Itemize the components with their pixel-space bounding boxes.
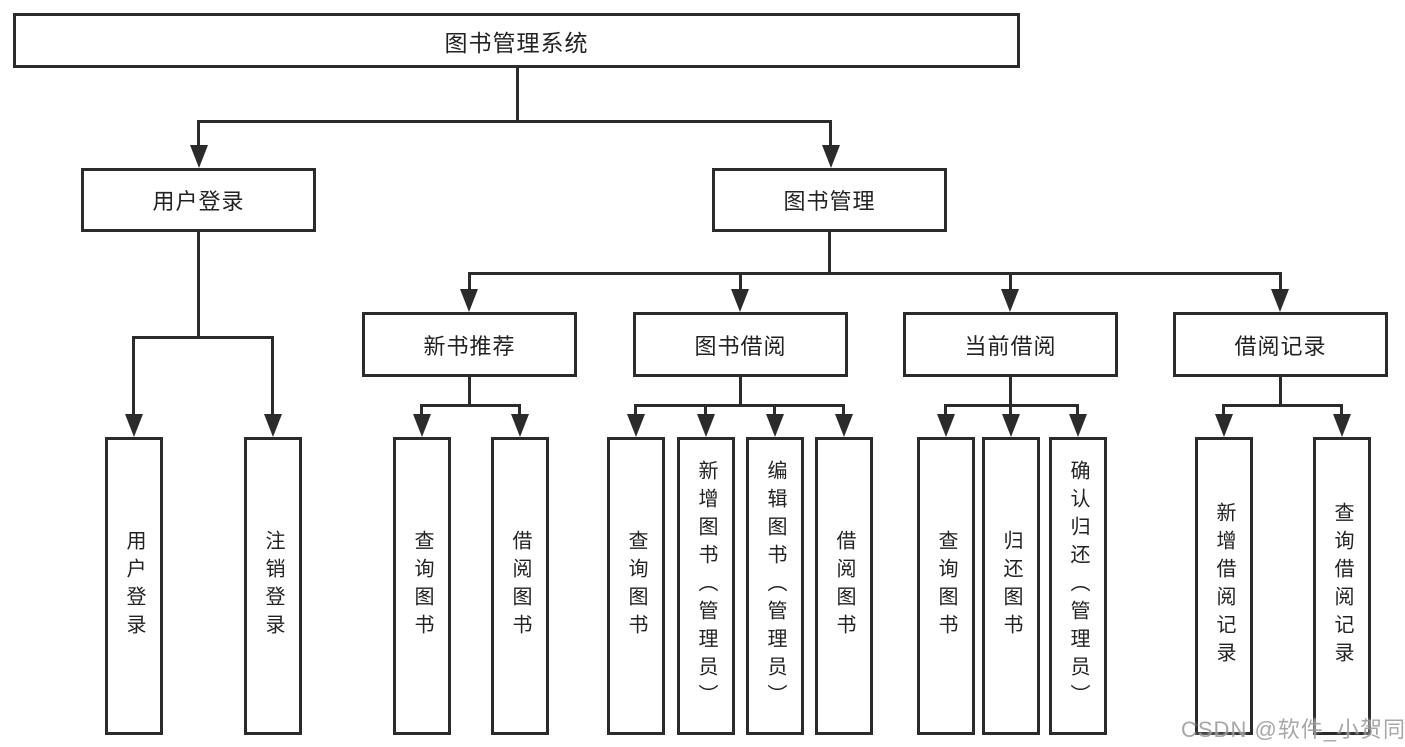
connector-line	[944, 404, 947, 416]
arrowhead-icon	[264, 414, 282, 437]
connector-line	[829, 120, 832, 148]
leaf-query-books-1: 查询图书	[393, 437, 451, 735]
connector-line	[132, 336, 274, 339]
arrowhead-icon	[413, 414, 431, 437]
arrowhead-icon	[460, 289, 478, 312]
leaf-add-books-admin: 新增图书（管理员）	[677, 437, 735, 735]
connector-line	[468, 272, 471, 289]
leaf-add-borrow-record: 新增借阅记录	[1195, 437, 1253, 735]
connector-line	[132, 336, 135, 417]
node-library-system: 图书管理系统	[13, 13, 1020, 68]
connector-line	[420, 404, 423, 416]
arrowhead-icon	[1002, 414, 1020, 437]
arrowhead-icon	[511, 414, 529, 437]
node-new-book-recommend: 新书推荐	[362, 312, 577, 377]
connector-line	[634, 404, 845, 407]
leaf-borrow-books-1: 借阅图书	[491, 437, 549, 735]
arrowhead-icon	[835, 414, 853, 437]
connector-line	[1009, 377, 1012, 407]
arrowhead-icon	[697, 414, 715, 437]
arrowhead-icon	[822, 145, 840, 168]
connector-line	[1076, 404, 1079, 416]
node-book-borrowing: 图书借阅	[633, 312, 848, 377]
connector-line	[197, 232, 200, 339]
leaf-return-books: 归还图书	[982, 437, 1040, 735]
connector-line	[1340, 404, 1343, 416]
leaf-user-login: 用户登录	[105, 437, 163, 735]
node-current-borrowing: 当前借阅	[903, 312, 1118, 377]
leaf-edit-books-admin: 编辑图书（管理员）	[746, 437, 804, 735]
leaf-query-books-3: 查询图书	[917, 437, 975, 735]
connector-line	[634, 404, 637, 416]
connector-line	[518, 404, 521, 416]
connector-line	[1279, 272, 1282, 289]
arrowhead-icon	[125, 414, 143, 437]
csdn-watermark: CSDN @软件_小贺同学	[1181, 717, 1405, 742]
connector-line	[739, 377, 742, 407]
connector-line	[1009, 404, 1012, 416]
connector-line	[704, 404, 707, 416]
connector-line	[468, 272, 1282, 275]
connector-line	[420, 404, 521, 407]
arrowhead-icon	[190, 145, 208, 168]
arrowhead-icon	[1001, 289, 1019, 312]
leaf-logout: 注销登录	[244, 437, 302, 735]
connector-line	[516, 68, 519, 122]
arrowhead-icon	[766, 414, 784, 437]
arrowhead-icon	[1333, 414, 1351, 437]
arrowhead-icon	[1215, 414, 1233, 437]
connector-line	[468, 377, 471, 407]
leaf-borrow-books-2: 借阅图书	[815, 437, 873, 735]
node-book-management: 图书管理	[712, 168, 947, 232]
arrowhead-icon	[1271, 289, 1289, 312]
arrowhead-icon	[937, 414, 955, 437]
connector-line	[739, 272, 742, 289]
connector-line	[197, 120, 200, 148]
leaf-confirm-return-admin: 确认归还（管理员）	[1049, 437, 1107, 735]
connector-line	[271, 336, 274, 417]
connector-line	[1009, 272, 1012, 289]
connector-line	[828, 232, 831, 275]
arrowhead-icon	[627, 414, 645, 437]
node-borrowing-records: 借阅记录	[1173, 312, 1388, 377]
leaf-query-borrow-record: 查询借阅记录	[1313, 437, 1371, 735]
node-user-login: 用户登录	[81, 168, 316, 232]
connector-line	[1279, 377, 1282, 407]
connector-line	[1222, 404, 1343, 407]
connector-line	[1222, 404, 1225, 416]
leaf-query-books-2: 查询图书	[607, 437, 665, 735]
connector-line	[197, 120, 832, 123]
arrowhead-icon	[1069, 414, 1087, 437]
arrowhead-icon	[731, 289, 749, 312]
connector-line	[773, 404, 776, 416]
connector-line	[842, 404, 845, 416]
